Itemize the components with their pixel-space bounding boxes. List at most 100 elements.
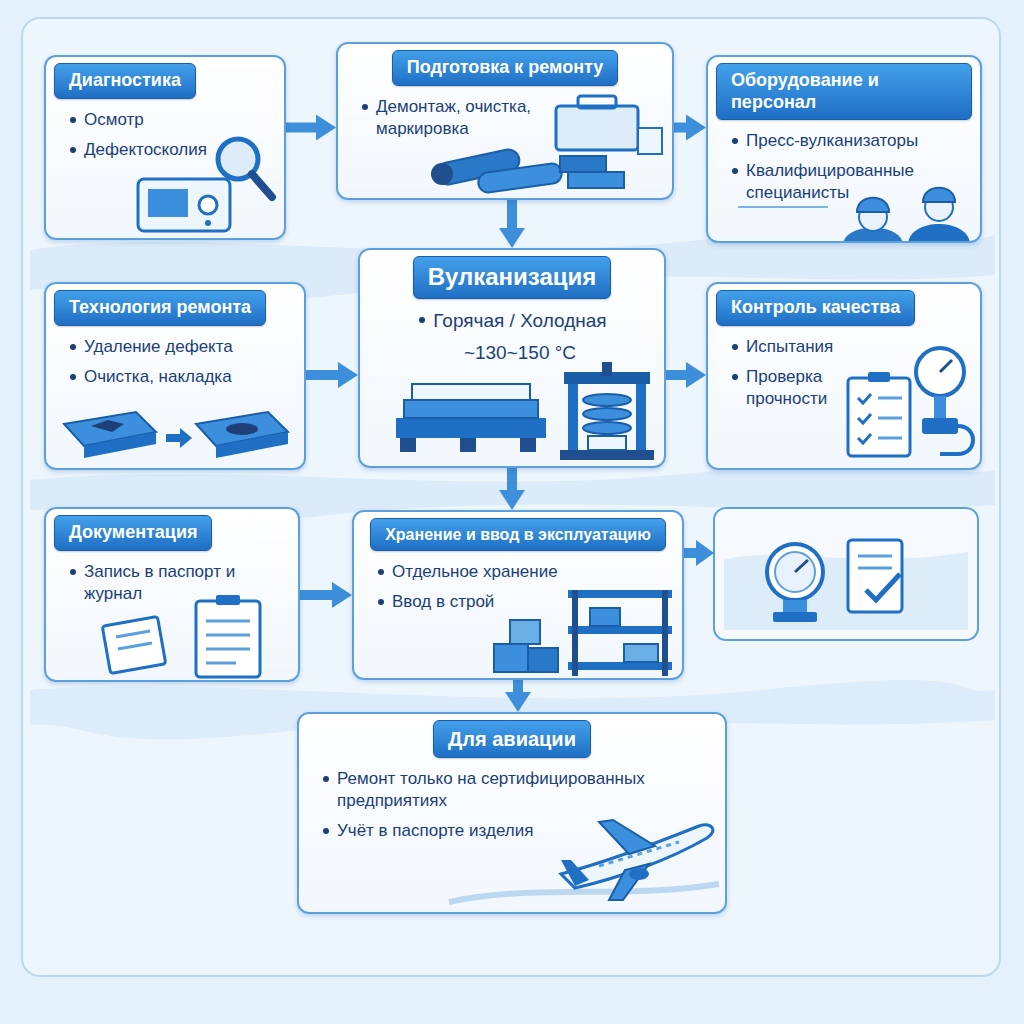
icon-shape [102,617,165,674]
icon-shape [916,348,964,396]
process-box: Подготовка к ремонтуДемонтаж, очистка, м… [336,42,674,200]
icon-shape [568,378,578,450]
box-body: Отдельное хранениеВвод в строй [362,561,566,613]
box-body: Удаление дефектаОчистка, накладка [54,336,288,388]
box-content: Подготовка к ремонтуДемонтаж, очистка, м… [338,44,672,156]
icon-shape [684,548,698,558]
icon-shape [199,196,217,214]
box-body: Пресс-вулканизаторыКвалифицированные спе… [716,130,965,204]
icon-shape [602,362,612,376]
icon-shape [940,426,973,454]
bullet-text: Очистка, накладка [68,366,288,388]
icon-shape [767,544,823,600]
icon-shape [923,188,955,202]
process-box: Хранение и ввод в эксплуатациюОтдельное … [352,510,684,680]
header-row: Диагностика [54,63,276,99]
bullet-text: Пресс-вулканизаторы [730,130,965,152]
box-content: ДокументацияЗапись в паспорт и журнал [46,509,298,621]
arrow-head [505,692,531,712]
arrow-head [686,115,706,141]
icon-shape [560,156,606,172]
icon-shape [795,560,808,572]
icon-shape [400,438,416,452]
bullet-text: Осмотр [68,109,268,131]
icon-shape [934,396,946,418]
arrow-shaft [513,680,523,694]
icon-shape [206,634,250,637]
box-body: Демонтаж, очистка, маркировка [346,96,535,140]
icon-shape [714,508,978,640]
icon-shape [724,552,968,630]
icon-shape [138,179,230,231]
icon-shape [878,397,902,400]
icon-shape [583,422,631,434]
icon-shape [22,18,1000,976]
icon-shape [857,198,889,212]
process-box: Для авиацииРемонт только на сертифициров… [297,712,727,914]
arrow-shaft [306,370,340,380]
arrow-head [686,362,706,388]
icon-shape [773,612,817,622]
process-box: ВулканизацияГорячая / Холодная~130~150 °… [358,248,666,468]
bullet-text: Ремонт только на сертифицированных предп… [321,768,651,812]
box-content: ВулканизацияГорячая / Холодная~130~150 °… [360,250,664,382]
box-body: Горячая / Холодная~130~150 °C [377,309,647,374]
icon-shape [205,220,211,226]
box-header: Хранение и ввод в эксплуатацию [370,518,666,551]
icon-shape [561,860,589,886]
bullet-text: Запись в паспорт и журнал [68,561,243,605]
icon-shape [477,162,563,193]
process-box: Контроль качестваИспытанияПроверка прочн… [706,282,982,470]
icon-shape [116,631,150,637]
icon-shape [568,662,672,670]
arrow-head [338,362,358,388]
bullet-text: Учёт в паспорте изделия [321,820,577,842]
icon-shape [166,428,192,448]
icon-shape [940,360,952,372]
process-box: ДиагностикаОсмотрДефектосколия [44,55,286,240]
icon-shape [590,608,620,626]
icon-shape [118,643,152,649]
arrow-shaft [300,590,334,600]
icon-shape [922,418,958,434]
icon-shape [216,432,288,458]
bullet-text: Испытания [730,336,865,358]
icon-shape [775,552,815,592]
icon-shape [878,417,902,420]
box-header: Документация [54,515,212,551]
icon-shape [412,384,530,400]
icon-shape [858,394,871,403]
box-content: Технология ремонтаУдаление дефектаОчистк… [46,284,304,404]
box-content: Контроль качестваИспытанияПроверка прочн… [708,284,980,426]
header-row: Технология ремонта [54,290,296,326]
box-body: Ремонт только на сертифицированных предп… [307,768,651,842]
icon-shape [848,378,910,456]
icon-shape [560,450,654,460]
bullet-text: Дефектосколия [68,139,268,161]
icon-shape [696,540,714,566]
icon-shape [783,600,807,612]
flow-arrow [300,582,352,608]
icon-shape [196,601,260,677]
bullet-text: Отдельное хранение [376,561,566,583]
process-box: ДокументацияЗапись в паспорт и журнал [44,507,300,682]
bullet-text: ~130~150 °C [448,341,576,366]
box-header: Подготовка к ремонту [392,50,619,86]
flow-arrow [286,115,336,141]
header-row: Хранение и ввод в эксплуатацию [362,518,674,551]
bullet-text: Ввод в строй [376,591,566,613]
arrow-shaft [507,468,517,492]
icon-shape [568,172,624,188]
arrow-shaft [286,123,318,133]
icon-shape [226,423,258,435]
header-row: Документация [54,515,290,551]
header-row: Для авиации [307,720,717,758]
process-box: Технология ремонтаУдаление дефектаОчистк… [44,282,306,470]
icon-shape [206,662,236,665]
icon-shape [510,620,540,644]
icon-shape [858,555,892,558]
icon-shape [528,648,558,672]
bullet-text: Удаление дефекта [68,336,288,358]
icon-shape [431,163,453,185]
icon-shape [572,590,578,676]
